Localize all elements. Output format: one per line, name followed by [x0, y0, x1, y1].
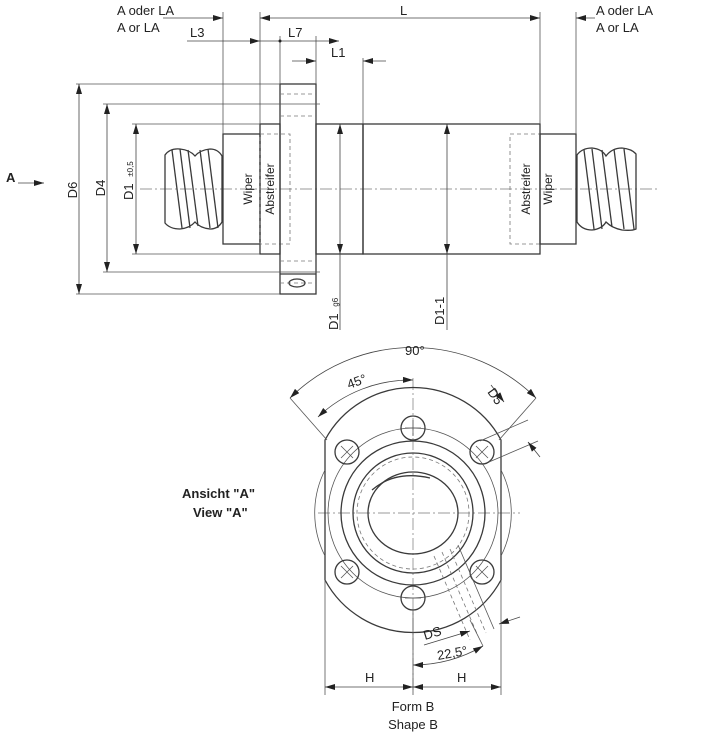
ref-right-en: A or LA	[596, 20, 639, 35]
dim-D1-fit: D1 g6	[326, 297, 341, 330]
dim-L3: L3	[190, 25, 204, 40]
nut-inner-ring	[352, 452, 474, 574]
view-title-en: View "A"	[193, 505, 248, 520]
dim-D1-tol-label: D1	[121, 183, 136, 200]
left-wiper-label-en: Wiper	[241, 173, 255, 204]
lube-bore	[433, 544, 495, 641]
bolt-hole-top-left	[334, 439, 360, 465]
left-abstreifer-hidden	[259, 133, 291, 245]
right-wiper-body	[539, 133, 577, 245]
left-abstreifer-label-de: Abstreifer	[263, 163, 277, 214]
nut-outer-ring	[340, 440, 486, 586]
dim-D1-1: D1-1	[432, 297, 447, 325]
angle-45: 45°	[345, 371, 369, 392]
front-view: DS 22,5° D5 90° 45° H H Ansicht "A" View…	[182, 343, 541, 732]
ref-left-en: A or LA	[117, 20, 160, 35]
dim-D1-tol-sub: ±0,5	[126, 161, 135, 177]
angle-22-5: 22,5°	[436, 643, 469, 663]
bolt-hole-top-right	[469, 439, 495, 465]
dim-H-right: H	[457, 670, 466, 685]
dim-H-left: H	[365, 670, 374, 685]
right-abstreifer-label-de: Abstreifer	[519, 163, 533, 214]
shape-de: Form B	[392, 699, 435, 714]
dim-D4: D4	[93, 180, 108, 197]
dim-D6: D6	[65, 182, 80, 199]
dim-L: L	[400, 3, 407, 18]
angle-90: 90°	[405, 343, 425, 358]
left-screw-thread	[164, 148, 223, 230]
dim-D1-fit-sub: g6	[331, 297, 340, 306]
side-view: Wiper Abstreifer Abstreifer Wiper	[6, 3, 660, 330]
dim-D1-tol: D1 ±0,5	[121, 161, 136, 200]
dim-D1-fit-label: D1	[326, 313, 341, 330]
dim-D5: D5	[485, 385, 507, 407]
dim-L7: L7	[288, 25, 302, 40]
view-title-de: Ansicht "A"	[182, 486, 255, 501]
ref-right-de: A oder LA	[596, 3, 653, 18]
bolt-hole-bottom-left	[334, 559, 360, 585]
lube-port	[288, 278, 306, 288]
view-a-label: A	[6, 170, 16, 185]
right-screw-thread	[576, 147, 637, 231]
shape-en: Shape B	[388, 717, 438, 732]
bolt-hole-top	[400, 415, 426, 441]
ref-left-de: A oder LA	[117, 3, 174, 18]
screw-bore	[367, 471, 459, 555]
dim-DS: DS	[421, 623, 443, 643]
dim-L1: L1	[331, 45, 345, 60]
right-wiper-label-en: Wiper	[541, 173, 555, 204]
